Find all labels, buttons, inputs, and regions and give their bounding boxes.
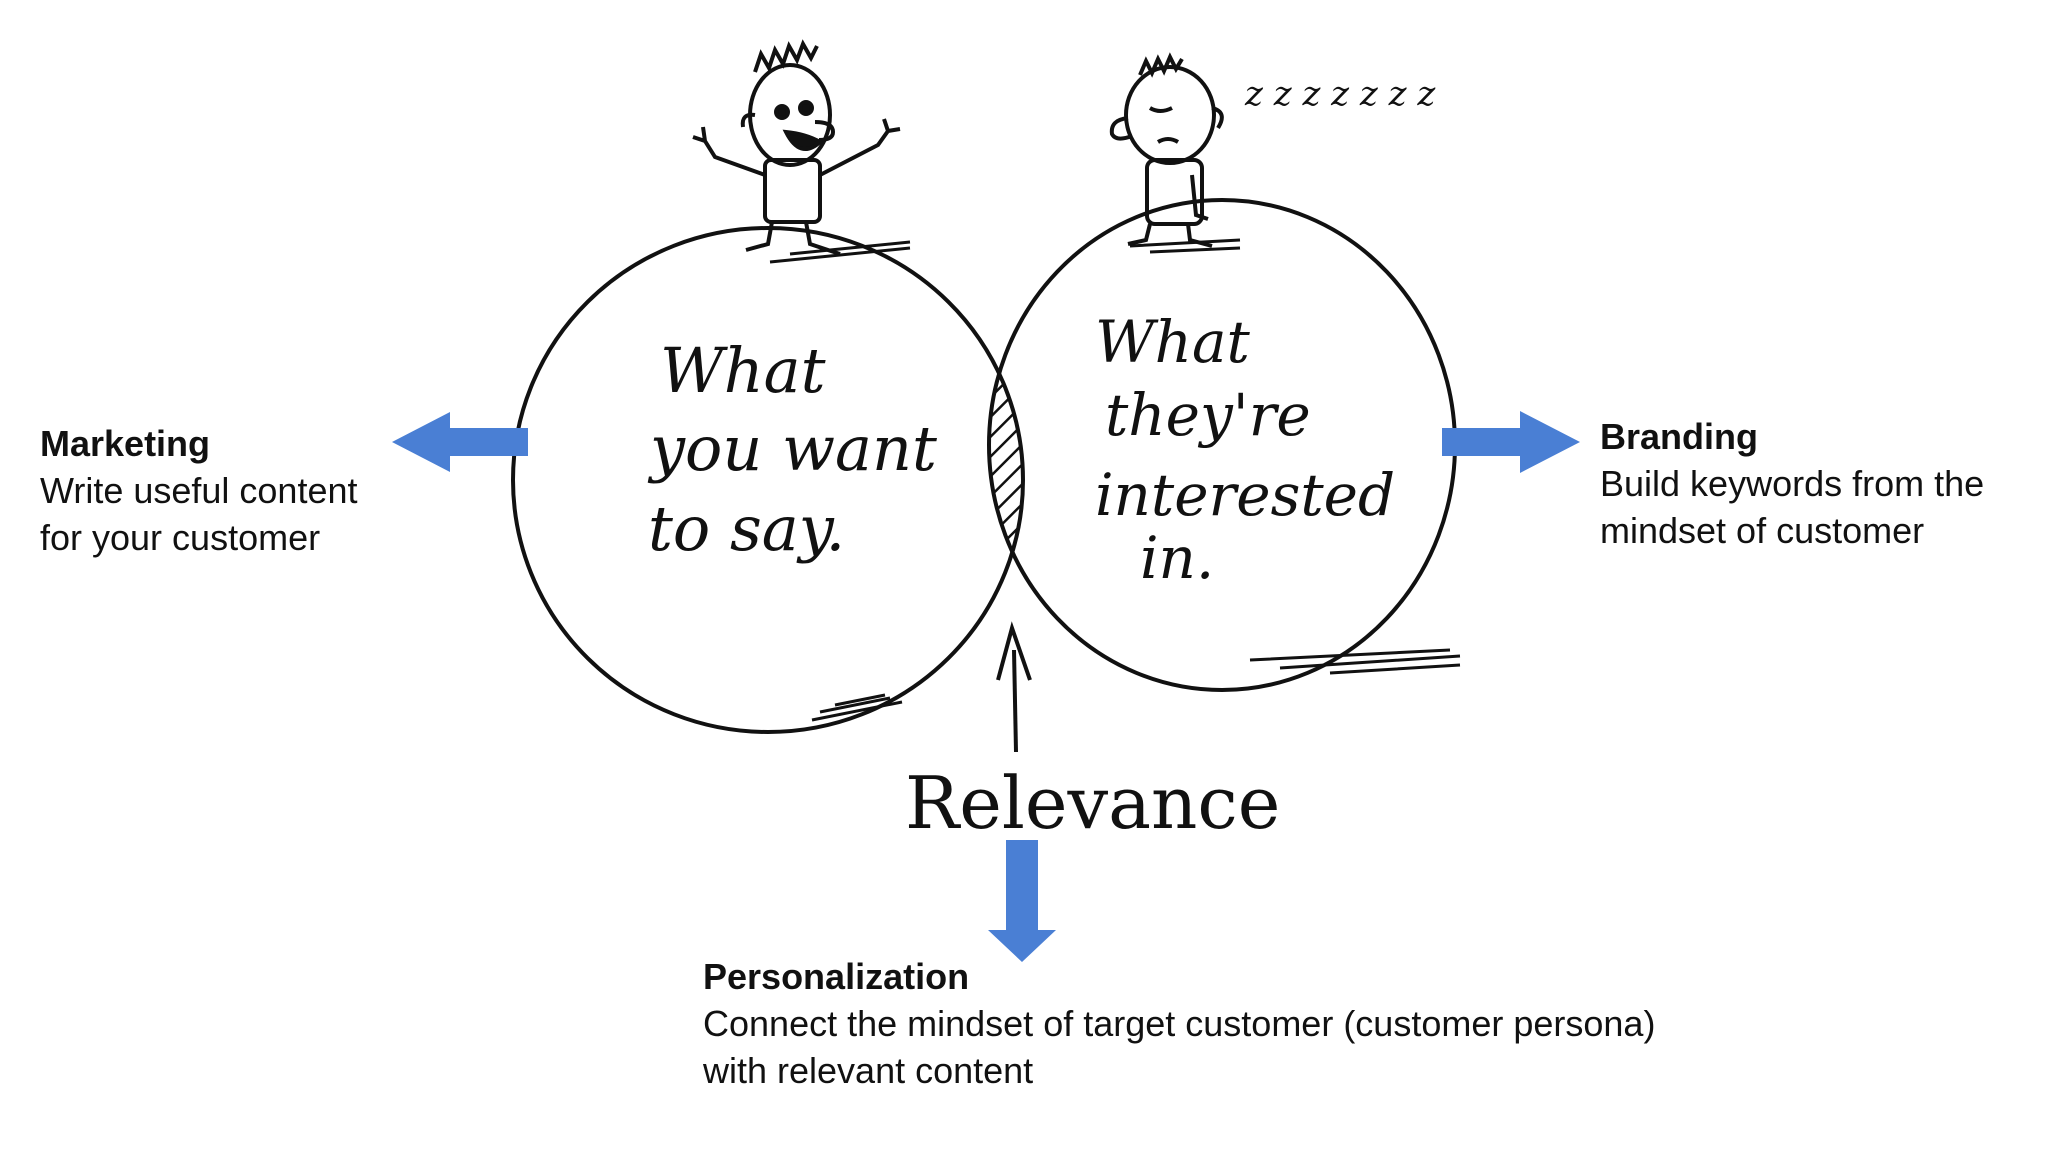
marketing-title: Marketing bbox=[40, 423, 211, 464]
relevance-label: Relevance bbox=[905, 761, 1280, 845]
ground-scribbles bbox=[769, 238, 1461, 722]
marketing-note: Marketing Write useful content for your … bbox=[40, 420, 358, 561]
marketing-line-2: for your customer bbox=[40, 517, 321, 558]
personalization-note: Personalization Connect the mindset of t… bbox=[703, 953, 1655, 1094]
marketing-line-1: Write useful content bbox=[40, 470, 358, 511]
branding-line-2: mindset of customer bbox=[1600, 510, 1925, 551]
svg-text:What they're intereste: What they're interested in. bbox=[1095, 308, 1414, 592]
sleeping-person-icon bbox=[1109, 52, 1224, 248]
left-circle-line-3: to say. bbox=[648, 492, 845, 565]
arrow-left-icon bbox=[392, 412, 528, 472]
svg-text:What you want to say.: What you want to say. bbox=[647, 334, 957, 565]
right-circle-line-2: they're bbox=[1105, 381, 1311, 449]
left-circle-line-2: you want bbox=[647, 412, 937, 485]
right-circle-line-1: What bbox=[1095, 308, 1251, 376]
excited-person-icon bbox=[692, 39, 901, 256]
branding-line-1: Build keywords from the bbox=[1600, 463, 1985, 504]
arrow-down-icon bbox=[988, 840, 1056, 962]
sleep-zs: z z z z z z z bbox=[1244, 74, 1436, 114]
left-circle bbox=[511, 226, 1025, 734]
personalization-line-2: with relevant content bbox=[703, 1050, 1034, 1091]
branding-note: Branding Build keywords from the mindset… bbox=[1600, 413, 1984, 554]
arrow-right-icon bbox=[1442, 411, 1580, 473]
arrow-up-icon bbox=[996, 621, 1032, 753]
right-circle-line-4: in. bbox=[1140, 524, 1214, 592]
personalization-title: Personalization bbox=[703, 956, 970, 997]
right-circle-line-3: interested bbox=[1095, 461, 1395, 529]
left-circle-line-1: What bbox=[660, 334, 826, 407]
branding-title: Branding bbox=[1600, 416, 1758, 457]
personalization-line-1: Connect the mindset of target customer (… bbox=[703, 1003, 1656, 1044]
